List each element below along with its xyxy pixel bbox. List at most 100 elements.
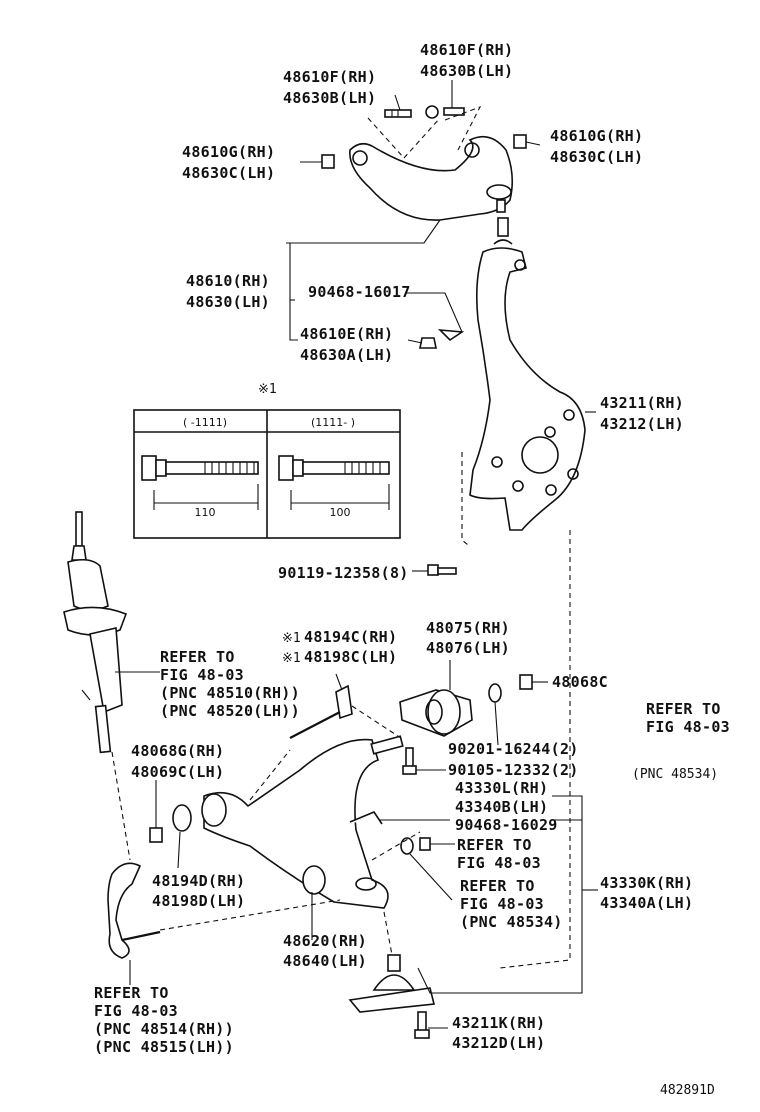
label-43212D-lh: 43212D(LH) bbox=[452, 1034, 545, 1052]
washer-90201 bbox=[488, 683, 502, 703]
label-48620-rh: 48620(RH) bbox=[283, 932, 367, 950]
bolt-43211K bbox=[414, 1011, 430, 1039]
clip-leader bbox=[405, 292, 463, 337]
label-48630B-lh-left: 48630B(LH) bbox=[283, 89, 376, 107]
label-refer-right-2: FIG 48-03 bbox=[646, 718, 730, 736]
label-48194C-rh: 48194C(RH) bbox=[304, 628, 397, 646]
leader-l7 bbox=[525, 141, 541, 146]
label-refer-stab-2: FIG 48-03 bbox=[94, 1002, 178, 1020]
upper-arm-leader bbox=[286, 219, 441, 244]
label-43211K-rh: 43211K(RH) bbox=[452, 1014, 545, 1032]
label-43211-rh: 43211(RH) bbox=[600, 394, 684, 412]
lower-dash-3 bbox=[371, 831, 421, 861]
label-48630A-lh: 48630A(LH) bbox=[300, 346, 393, 364]
label-90105-12332: 90105-12332(2) bbox=[448, 761, 579, 779]
label-pnc-48534-right: (PNC 48534) bbox=[632, 767, 718, 782]
washer-lower-right bbox=[400, 837, 414, 855]
leader-l1 bbox=[394, 94, 401, 111]
clip-part bbox=[437, 329, 465, 342]
inset-col2-header: (1111- ) bbox=[311, 416, 355, 429]
lower-control-arm bbox=[201, 735, 404, 909]
ball-joint-dash bbox=[383, 911, 393, 956]
lower-arm-bushing-rear bbox=[399, 689, 473, 737]
leader-l44 bbox=[177, 831, 181, 869]
bracket-43330 bbox=[417, 795, 583, 994]
label-43212-lh: 43212(LH) bbox=[600, 415, 684, 433]
label-refer-shock-3: (PNC 48510(RH)) bbox=[160, 684, 300, 702]
clip-90468-16029 bbox=[349, 811, 383, 825]
upper-arm-bolt-left bbox=[384, 109, 412, 118]
label-48068G-rh: 48068G(RH) bbox=[131, 742, 224, 760]
inset-col1-header: ( -1111) bbox=[183, 416, 227, 429]
label-refer-mid-2: FIG 48-03 bbox=[457, 854, 541, 872]
label-refer-mid-1: REFER TO bbox=[457, 836, 532, 854]
label-43330K-rh: 43330K(RH) bbox=[600, 874, 693, 892]
label-48630C-lh-left: 48630C(LH) bbox=[182, 164, 275, 182]
leader-l23 bbox=[335, 673, 343, 691]
upper-arm-bracket bbox=[289, 243, 298, 341]
inset-dim2: 100 bbox=[330, 506, 351, 519]
label-48630-lh: 48630(LH) bbox=[186, 293, 270, 311]
knuckle-bolt bbox=[427, 564, 457, 576]
inset-box bbox=[133, 409, 401, 539]
label-48075-rh: 48075(RH) bbox=[426, 619, 510, 637]
washer-48194D bbox=[172, 804, 192, 832]
label-43340A-lh: 43340A(LH) bbox=[600, 894, 693, 912]
diagram-id: 482891D bbox=[660, 1083, 715, 1098]
label-note-1-a: ※1 bbox=[282, 631, 301, 646]
label-90468-16029: 90468-16029 bbox=[455, 816, 558, 834]
bushing-right-upper bbox=[513, 134, 527, 149]
label-48610F-rh-right: 48610F(RH) bbox=[420, 41, 513, 59]
nut-lower-right bbox=[419, 837, 431, 851]
label-48068C: 48068C bbox=[552, 673, 608, 691]
label-refer-shock-1: REFER TO bbox=[160, 648, 235, 666]
leader-l33 bbox=[494, 701, 499, 746]
stab-dash bbox=[159, 899, 341, 931]
label-48069C-lh: 48069C(LH) bbox=[131, 763, 224, 781]
label-note-1-inset: ※1 bbox=[258, 382, 277, 397]
label-48630B-lh-right: 48630B(LH) bbox=[420, 62, 513, 80]
stabilizer-link bbox=[107, 862, 161, 959]
bushing-left-upper bbox=[321, 154, 335, 169]
upper-arm-nut-center bbox=[425, 105, 465, 119]
lower-arm-dash-2 bbox=[249, 749, 291, 801]
label-refer-shock-2: FIG 48-03 bbox=[160, 666, 244, 684]
label-48610G-rh-right: 48610G(RH) bbox=[550, 127, 643, 145]
upper-control-arm bbox=[349, 135, 514, 221]
upper-bolt-dash-right bbox=[444, 105, 482, 151]
label-refer-shock-4: (PNC 48520(LH)) bbox=[160, 702, 300, 720]
inset-dim1: 110 bbox=[195, 506, 216, 519]
label-48640-lh: 48640(LH) bbox=[283, 952, 367, 970]
leader-l41 bbox=[409, 853, 453, 901]
shock-absorber bbox=[63, 511, 128, 754]
label-48610-rh: 48610(RH) bbox=[186, 272, 270, 290]
shock-dash bbox=[111, 751, 131, 861]
label-refer-stab-3: (PNC 48514(RH)) bbox=[94, 1020, 234, 1038]
label-48076-lh: 48076(LH) bbox=[426, 639, 510, 657]
label-note-1-b: ※1 bbox=[282, 651, 301, 666]
lower-ball-joint bbox=[348, 954, 435, 1013]
label-48630C-lh-right: 48630C(LH) bbox=[550, 148, 643, 166]
lower-arm-dash-1 bbox=[351, 705, 405, 741]
label-90119-12358: 90119-12358(8) bbox=[278, 564, 409, 582]
label-48610F-rh-left: 48610F(RH) bbox=[283, 68, 376, 86]
nut-48068G bbox=[149, 827, 163, 843]
label-43340B-lh: 43340B(LH) bbox=[455, 798, 548, 816]
knuckle-bolt-dash bbox=[461, 452, 469, 546]
label-refer-stab-4: (PNC 48515(LH)) bbox=[94, 1038, 234, 1056]
label-refer-low-1: REFER TO bbox=[460, 877, 535, 895]
bolt-90105 bbox=[402, 747, 417, 775]
label-refer-low-3: (PNC 48534) bbox=[460, 913, 563, 931]
label-48198C-lh: 48198C(LH) bbox=[304, 648, 397, 666]
label-48198D-lh: 48198D(LH) bbox=[152, 892, 245, 910]
ball-joint-stud bbox=[493, 217, 513, 245]
label-refer-low-2: FIG 48-03 bbox=[460, 895, 544, 913]
label-90201-16244: 90201-16244(2) bbox=[448, 740, 579, 758]
steering-knuckle bbox=[469, 247, 586, 531]
label-48610G-rh-left: 48610G(RH) bbox=[182, 143, 275, 161]
label-43330L-rh: 43330L(RH) bbox=[455, 779, 548, 797]
label-refer-stab-1: REFER TO bbox=[94, 984, 169, 1002]
label-48610E-rh: 48610E(RH) bbox=[300, 325, 393, 343]
lower-arm-bolt-front bbox=[289, 684, 353, 739]
